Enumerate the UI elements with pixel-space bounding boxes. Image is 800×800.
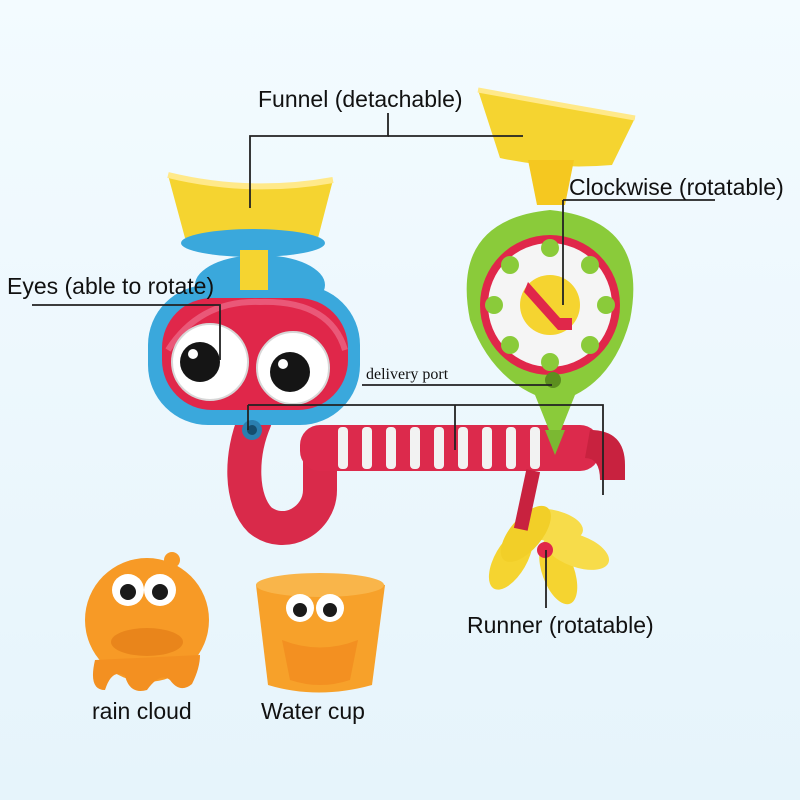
label-water-cup: Water cup — [261, 698, 365, 724]
label-funnel: Funnel (detachable) — [258, 86, 463, 112]
red-pipe — [227, 403, 625, 545]
rain-cloud-toy — [85, 552, 209, 692]
label-delivery-port: delivery port — [366, 366, 449, 383]
eyes — [171, 323, 330, 405]
runner-pinwheel — [488, 469, 610, 605]
water-cup-toy — [256, 573, 385, 693]
label-clockwise: Clockwise (rotatable) — [569, 174, 784, 200]
green-clock-body — [466, 210, 634, 455]
label-rain-cloud: rain cloud — [92, 698, 192, 724]
right-funnel — [477, 87, 636, 205]
label-eyes: Eyes (able to rotate) — [7, 273, 215, 299]
left-funnel — [167, 172, 334, 290]
callout-lines — [32, 113, 715, 608]
label-runner: Runner (rotatable) — [467, 612, 654, 638]
